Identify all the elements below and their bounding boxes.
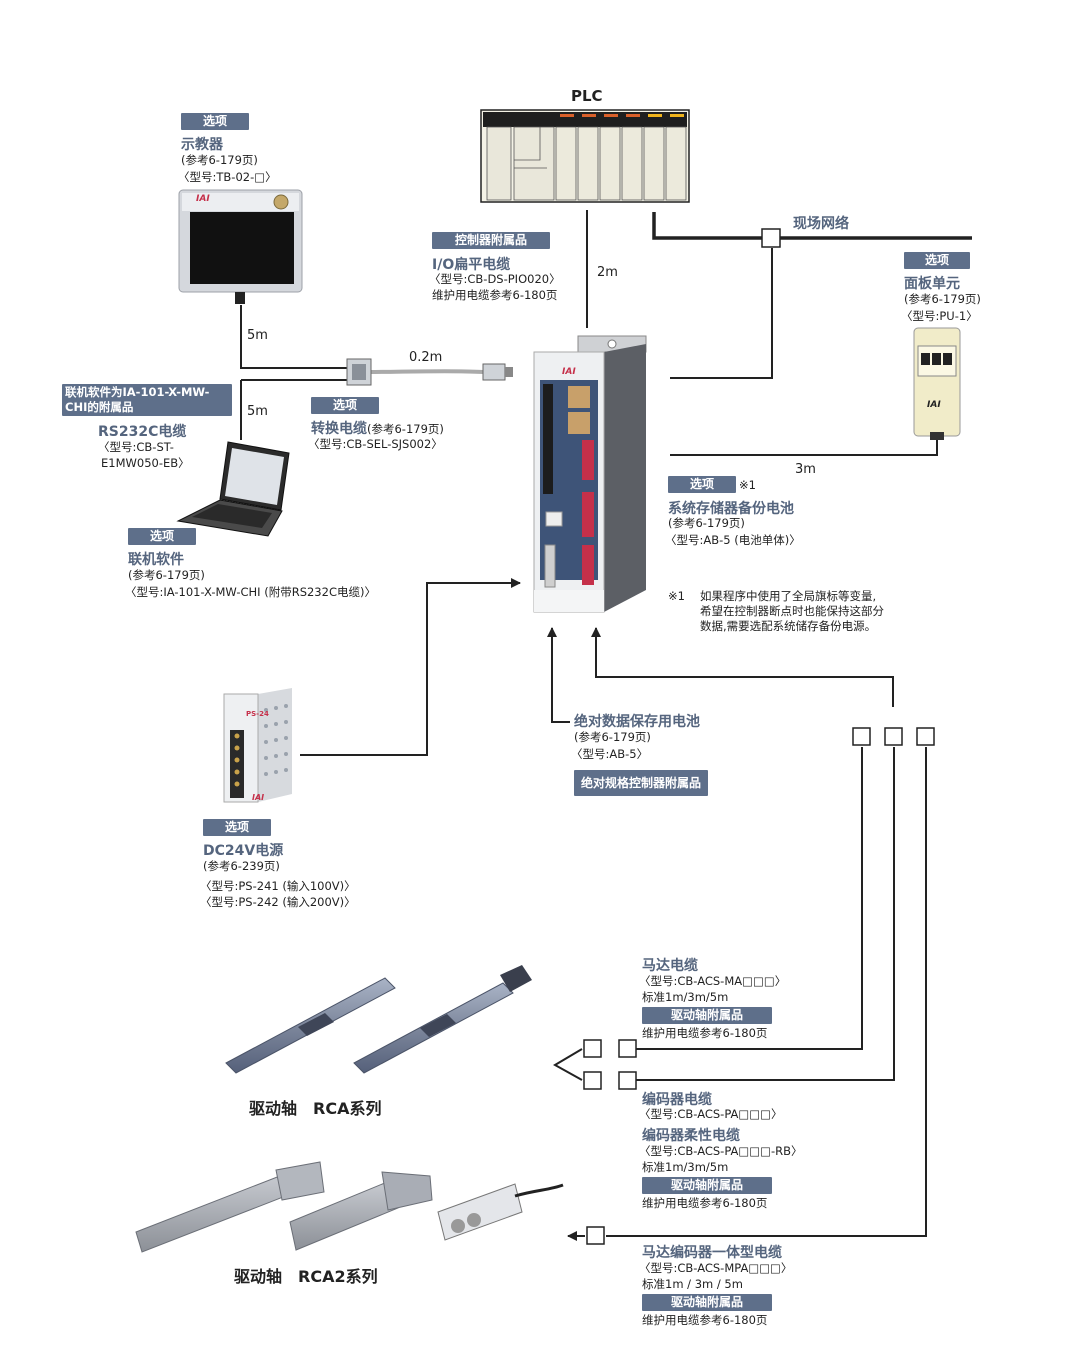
conv-model: 〈型号:CB-SEL-SJS002〉 bbox=[308, 437, 443, 451]
conv-title: 转换电缆 bbox=[311, 421, 367, 437]
rca-caption: 驱动轴 RCA系列 bbox=[249, 1099, 382, 1118]
conv-badge: 选项 bbox=[311, 397, 379, 414]
length-5m-bottom: 5m bbox=[247, 404, 268, 419]
footnote-line2: 希望在控制器断点时也能保持这部分 bbox=[700, 604, 884, 618]
integrated-cable-title: 马达编码器一体型电缆 bbox=[642, 1245, 782, 1261]
conversion-cable-device bbox=[346, 358, 513, 386]
controller-logo: IAI bbox=[562, 367, 576, 377]
footnote-line3: 数据,需要选配系统储存备份电源。 bbox=[700, 619, 877, 633]
panel-model: 〈型号:PU-1〉 bbox=[901, 309, 978, 323]
teaching-logo: IAI bbox=[196, 194, 210, 204]
integrated-cable-std: 标准1m / 3m / 5m bbox=[642, 1277, 743, 1291]
motor-cable-std: 标准1m/3m/5m bbox=[642, 990, 729, 1004]
plc-label: PLC bbox=[571, 87, 603, 105]
plc-rack bbox=[480, 109, 690, 203]
panel-badge: 选项 bbox=[904, 252, 970, 269]
encoder-flex-model: 〈型号:CB-ACS-PA□□□-RB〉 bbox=[639, 1144, 803, 1158]
footnote-mark: ※1 bbox=[668, 589, 685, 603]
motor-cable-badge: 驱动轴附属品 bbox=[642, 1007, 772, 1024]
panel-unit-device bbox=[913, 327, 961, 440]
panel-title: 面板单元 bbox=[904, 276, 960, 292]
software-badge: 选项 bbox=[128, 528, 196, 545]
backup-ref: (参考6-179页) bbox=[668, 516, 745, 530]
laptop bbox=[176, 441, 290, 537]
software-title: 联机软件 bbox=[128, 552, 184, 568]
power-ref: (参考6-239页) bbox=[203, 859, 280, 873]
motor-cable-title: 马达电缆 bbox=[642, 958, 698, 974]
integrated-cable-badge: 驱动轴附属品 bbox=[642, 1294, 772, 1311]
conv-ref: (参考6-179页) bbox=[367, 422, 444, 436]
power-device-label: PS-24 bbox=[246, 710, 269, 718]
length-5m-top: 5m bbox=[247, 328, 268, 343]
teaching-model: 〈型号:TB-02-□〉 bbox=[178, 170, 277, 184]
encoder-cable-maint: 维护用电缆参考6-180页 bbox=[642, 1196, 768, 1210]
teaching-badge: 选项 bbox=[181, 113, 249, 130]
length-2m: 2m bbox=[597, 265, 618, 280]
power-title: DC24V电源 bbox=[203, 843, 284, 859]
length-3m: 3m bbox=[795, 462, 816, 477]
backup-mark: ※1 bbox=[739, 478, 756, 492]
software-model: 〈型号:IA-101-X-MW-CHI (附带RS232C电缆)〉 bbox=[125, 585, 376, 599]
rs232-badge: 联机软件为IA-101-X-MW-CHI的附属品 bbox=[62, 384, 232, 416]
motor-cable-maint: 维护用电缆参考6-180页 bbox=[642, 1026, 768, 1040]
abs-battery-title: 绝对数据保存用电池 bbox=[574, 714, 700, 730]
io-cable-model: 〈型号:CB-DS-PIO020〉 bbox=[429, 272, 561, 286]
motor-cable-model: 〈型号:CB-ACS-MA□□□〉 bbox=[639, 974, 787, 988]
power-model-200v: 〈型号:PS-242 (输入200V)〉 bbox=[200, 895, 356, 909]
integrated-cable-maint: 维护用电缆参考6-180页 bbox=[642, 1313, 768, 1327]
software-ref: (参考6-179页) bbox=[128, 568, 205, 582]
teaching-ref: (参考6-179页) bbox=[181, 153, 258, 167]
rs232-model-line1: 〈型号:CB-ST- bbox=[98, 440, 174, 454]
power-supply-device bbox=[223, 688, 292, 803]
io-cable-title: I/O扁平电缆 bbox=[432, 257, 511, 273]
panel-ref: (参考6-179页) bbox=[904, 292, 981, 306]
integrated-cable-model: 〈型号:CB-ACS-MPA□□□〉 bbox=[639, 1261, 793, 1275]
rca-actuators bbox=[225, 965, 532, 1074]
rca2-actuators bbox=[135, 1161, 564, 1253]
panel-logo: IAI bbox=[927, 400, 941, 410]
encoder-cable-std: 标准1m/3m/5m bbox=[642, 1160, 729, 1174]
teaching-title: 示教器 bbox=[181, 137, 223, 153]
encoder-cable-title: 编码器电缆 bbox=[642, 1092, 712, 1108]
length-0-2m: 0.2m bbox=[409, 350, 443, 365]
rca2-caption: 驱动轴 RCA2系列 bbox=[234, 1267, 378, 1286]
backup-model: 〈型号:AB-5 (电池单体)〉 bbox=[665, 533, 801, 547]
encoder-flex-title: 编码器柔性电缆 bbox=[642, 1128, 740, 1144]
backup-title: 系统存储器备份电池 bbox=[668, 501, 794, 517]
footnote-line1: 如果程序中使用了全局旗标等变量, bbox=[700, 589, 877, 603]
abs-battery-badge: 绝对规格控制器附属品 bbox=[574, 770, 708, 796]
teaching-pendant bbox=[178, 189, 303, 304]
encoder-cable-model: 〈型号:CB-ACS-PA□□□〉 bbox=[639, 1107, 783, 1121]
backup-badge: 选项 bbox=[668, 476, 736, 493]
controller-unit bbox=[533, 335, 647, 613]
conv-title-line: 转换电缆(参考6-179页) bbox=[311, 418, 444, 438]
abs-battery-ref: (参考6-179页) bbox=[574, 730, 651, 744]
io-cable-maint: 维护用电缆参考6-180页 bbox=[432, 288, 558, 302]
rs232-model-line2: E1MW050-EB〉 bbox=[101, 456, 190, 470]
io-cable-badge: 控制器附属品 bbox=[432, 232, 550, 249]
encoder-cable-badge: 驱动轴附属品 bbox=[642, 1177, 772, 1194]
abs-battery-model: 〈型号:AB-5〉 bbox=[571, 747, 649, 761]
power-logo: IAI bbox=[252, 793, 265, 802]
power-badge: 选项 bbox=[203, 819, 271, 836]
rs232-title: RS232C电缆 bbox=[98, 424, 187, 440]
network-label: 现场网络 bbox=[793, 216, 849, 232]
power-model-100v: 〈型号:PS-241 (输入100V)〉 bbox=[200, 879, 356, 893]
